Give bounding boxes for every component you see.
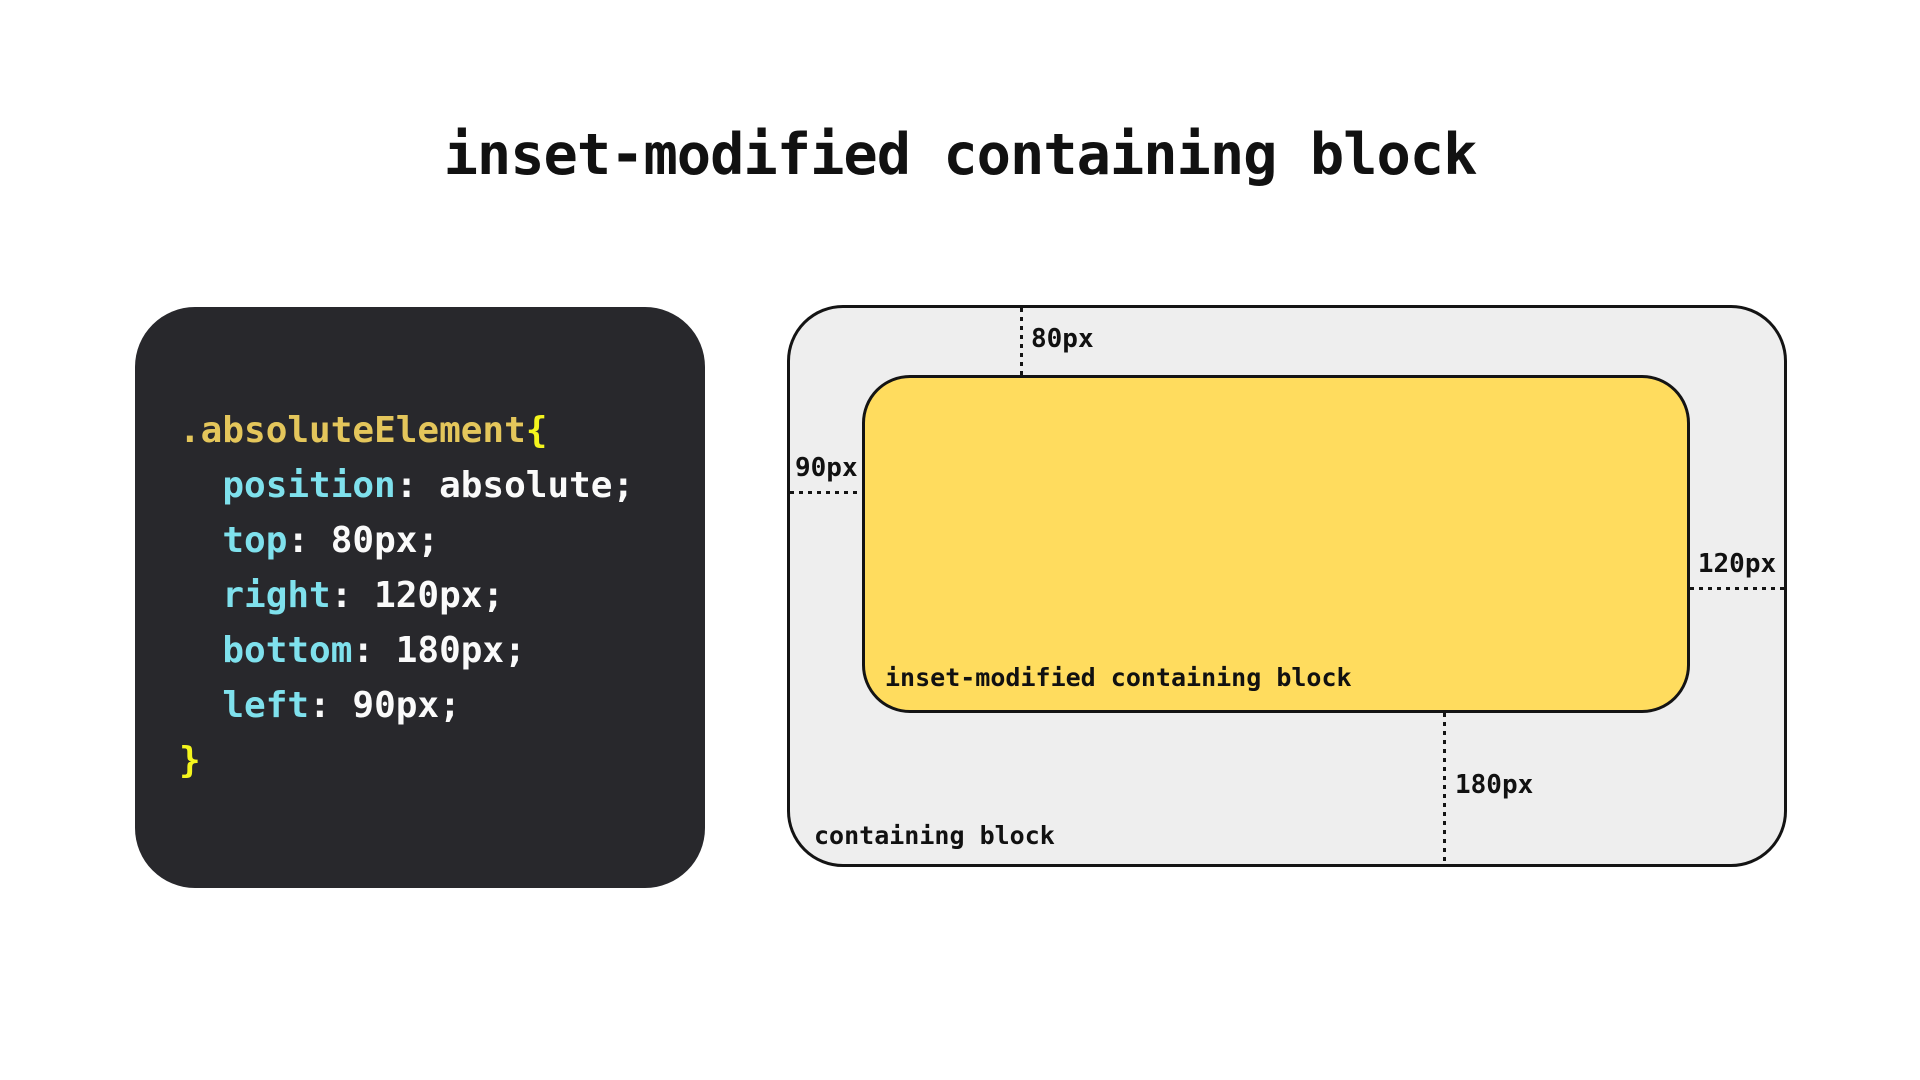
inset-modified-containing-block: inset-modified containing block [862, 375, 1690, 713]
css-property-name: top [222, 520, 288, 561]
css-property-value: : absolute; [395, 465, 635, 506]
close-brace: } [179, 740, 201, 781]
measurement-label-top: 80px [1031, 324, 1094, 354]
code-line-selector: .absoluteElement{ [179, 403, 705, 458]
inner-box-label: inset-modified containing block [885, 663, 1352, 692]
css-property-name: right [222, 575, 331, 616]
measurement-label-right: 120px [1697, 549, 1777, 579]
css-property-name: left [222, 685, 310, 726]
measurement-line-left [790, 491, 862, 494]
css-property-name: position [222, 465, 396, 506]
open-brace: { [525, 410, 548, 451]
css-code-block: .absoluteElement{ position: absolute; to… [135, 307, 705, 888]
code-line-right: right: 120px; [179, 568, 705, 623]
outer-box-label: containing block [814, 821, 1055, 850]
code-line-close: } [179, 733, 705, 788]
css-property-name: bottom [222, 630, 353, 671]
code-line-position: position: absolute; [179, 458, 705, 513]
measurement-label-left: 90px [795, 453, 858, 483]
css-property-value: : 120px; [330, 575, 505, 616]
code-line-left: left: 90px; [179, 678, 705, 733]
css-selector: .absoluteElement [179, 410, 526, 451]
css-property-value: : 180px; [352, 630, 526, 671]
measurement-line-right [1690, 587, 1784, 590]
containing-block: inset-modified containing block 80px 90p… [787, 305, 1787, 867]
measurement-line-bottom [1443, 713, 1446, 864]
page-title: inset-modified containing block [443, 122, 1478, 188]
measurement-line-top [1020, 308, 1023, 375]
code-line-top: top: 80px; [179, 513, 705, 568]
css-property-value: : 80px; [287, 520, 440, 561]
css-property-value: : 90px; [309, 685, 461, 726]
measurement-label-bottom: 180px [1455, 770, 1534, 800]
code-line-bottom: bottom: 180px; [179, 623, 705, 678]
